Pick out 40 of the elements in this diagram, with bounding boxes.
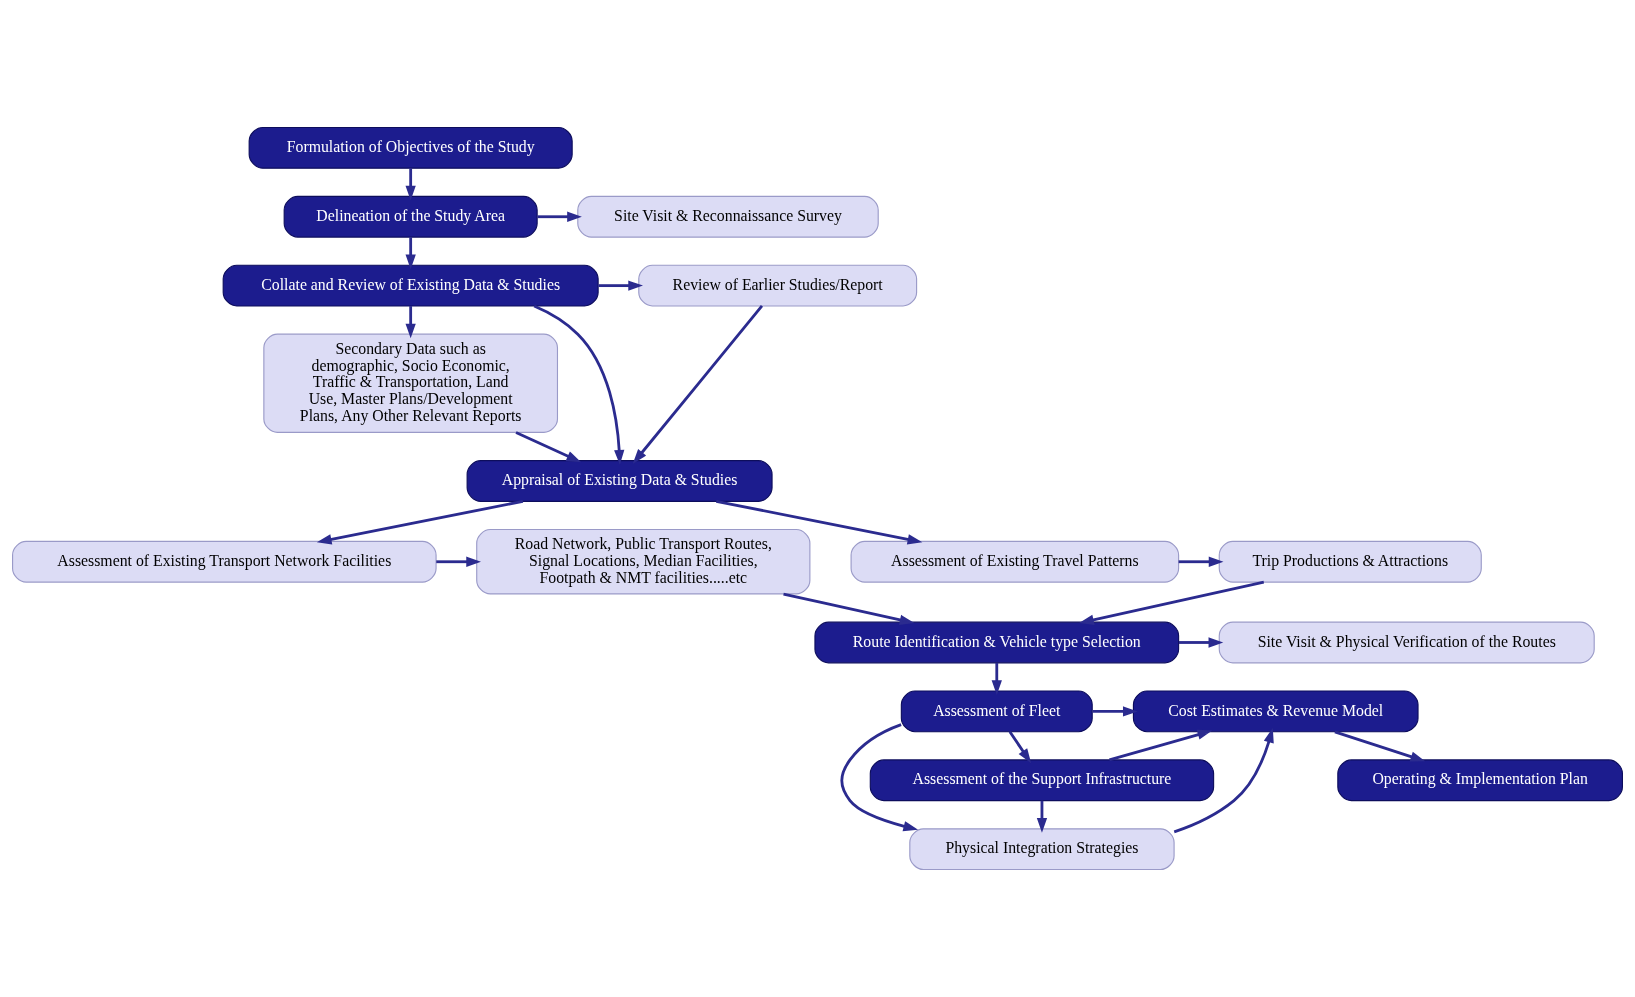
arrow xyxy=(405,237,416,270)
node-box: Formulation of Objectives of the Study xyxy=(248,126,573,169)
arrow xyxy=(405,306,416,339)
node-box: Assessment of Existing Travel Patterns xyxy=(850,540,1180,583)
node-box: Cost Estimates & Revenue Model xyxy=(1132,690,1419,733)
node-box: Secondary Data such as demographic, Socio Economic, Traffic & Transportation, Land Use, Master Plans/Development Plans, Any Other Relevant Reports xyxy=(263,333,559,433)
arrow xyxy=(632,305,764,464)
node-box: Physical Integration Strategies xyxy=(909,828,1175,871)
node-box: Assessment of the Support Infrastructure xyxy=(869,759,1215,802)
node-box: Site Visit & Reconnaissance Survey xyxy=(577,195,879,238)
node-box: Collate and Review of Existing Data & Studies xyxy=(222,264,599,307)
arrow xyxy=(405,168,416,201)
arrow xyxy=(1178,637,1224,648)
arrow xyxy=(1334,730,1426,762)
arrow xyxy=(598,280,643,291)
arrow xyxy=(1092,706,1138,717)
arrow xyxy=(716,499,923,545)
arrow xyxy=(1178,556,1224,567)
node-box: Assessment of Existing Transport Network Facilities xyxy=(12,540,437,583)
node-box: Delineation of the Study Area xyxy=(283,195,538,238)
arrow xyxy=(991,662,1002,696)
arrow xyxy=(316,499,524,545)
node-box: Site Visit & Physical Verification of the Routes xyxy=(1218,621,1595,664)
arrow xyxy=(1008,731,1032,764)
arrow xyxy=(1109,729,1213,762)
arrow xyxy=(1079,580,1265,625)
node-box: Appraisal of Existing Data & Studies xyxy=(466,460,773,502)
arrow xyxy=(1036,800,1048,833)
arrow xyxy=(533,304,625,465)
arrow xyxy=(783,592,915,625)
node-box: Review of Earlier Studies/Report xyxy=(638,264,918,307)
node-box: Assessment of Fleet xyxy=(900,690,1093,733)
arrow xyxy=(1173,727,1274,834)
node-box: Route Identification & Vehicle type Selection xyxy=(814,621,1180,664)
node-box: Operating & Implementation Plan xyxy=(1337,759,1623,802)
node-box: Trip Productions & Attractions xyxy=(1218,540,1482,583)
arrow xyxy=(436,556,481,567)
arrow xyxy=(840,723,919,832)
node-box: Road Network, Public Transport Routes, Signal Locations, Median Facilities, Footpath & NMT facilities.....etc xyxy=(476,529,811,595)
arrow xyxy=(537,211,582,222)
